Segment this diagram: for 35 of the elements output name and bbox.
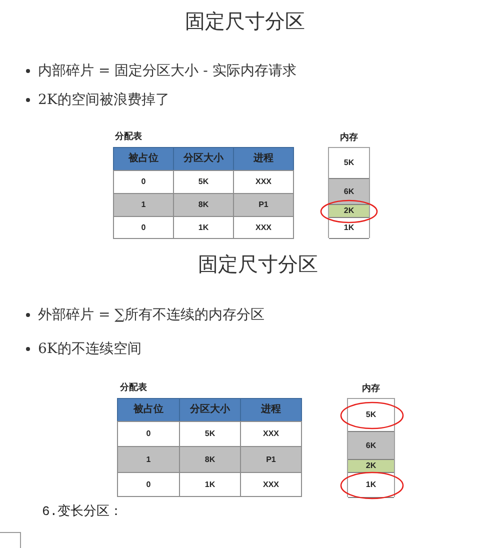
- table-cell: P1: [240, 446, 302, 473]
- table-cell: 8K: [179, 446, 241, 473]
- table-cell: 0: [117, 472, 180, 497]
- table-cell: 0: [113, 216, 174, 239]
- bullet-point: 外部碎片 = ∑所有不连续的内存分区: [38, 306, 265, 324]
- header-cell: 分区大小: [179, 398, 241, 422]
- bullet-point: 内部碎片 = 固定分区大小 - 实际内存请求: [38, 62, 296, 80]
- bullet-point: 6K的不连续空间: [38, 340, 142, 358]
- table-cell: 0: [117, 421, 180, 447]
- memory-block: 2K: [348, 460, 394, 473]
- table-cell: XXX: [233, 216, 294, 239]
- header-cell: 分区大小: [173, 147, 234, 171]
- slide-title: 固定尺寸分区: [198, 252, 318, 276]
- header-cell: 被占位: [113, 147, 174, 171]
- column-heading: 内存: [340, 132, 358, 143]
- memory-block: 2K: [329, 205, 369, 218]
- table-caption: 分配表: [115, 131, 142, 142]
- table-cell: P1: [233, 193, 294, 217]
- slide-title: 固定尺寸分区: [185, 9, 305, 33]
- header-cell: 进程: [233, 147, 294, 171]
- table-caption: 分配表: [120, 382, 147, 393]
- table-cell: 1: [117, 446, 180, 473]
- section-heading: 6.变长分区：: [42, 504, 123, 520]
- header-cell: 进程: [240, 398, 302, 422]
- header-cell: 被占位: [117, 398, 180, 422]
- bullet-point: 2K的空间被浪费掉了: [38, 91, 170, 109]
- table-cell: 8K: [173, 193, 234, 217]
- table-cell: 1: [113, 193, 174, 217]
- memory-block: 6K: [348, 432, 394, 460]
- table-cell: XXX: [233, 170, 294, 194]
- column-heading: 内存: [362, 383, 380, 394]
- memory-block: 6K: [329, 179, 369, 205]
- table-cell: XXX: [240, 421, 302, 447]
- table-cell: XXX: [240, 472, 302, 497]
- table-cell: 0: [113, 170, 174, 194]
